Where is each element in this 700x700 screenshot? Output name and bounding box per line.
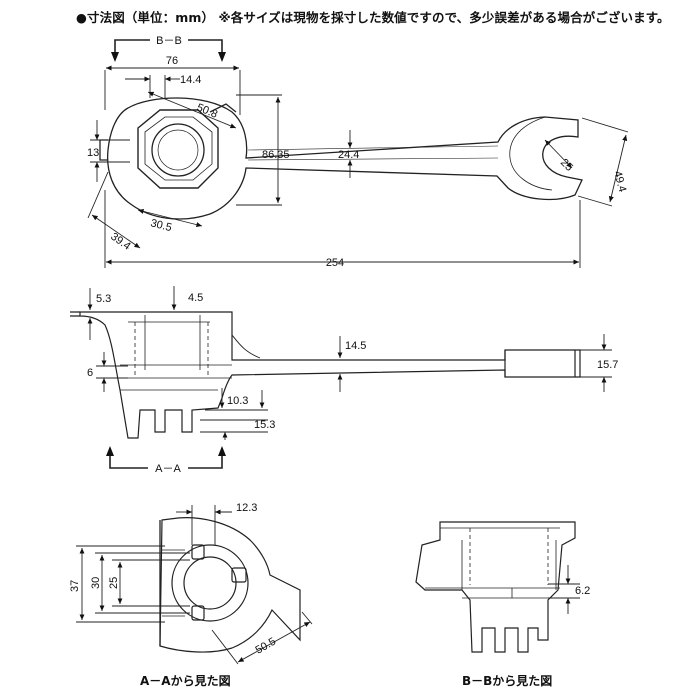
svg-text:14.4: 14.4 — [180, 74, 201, 86]
svg-text:39.4: 39.4 — [108, 231, 132, 253]
side-dimensions — [87, 286, 612, 440]
aa-dimensions — [76, 505, 313, 665]
svg-text:50.5: 50.5 — [254, 635, 279, 656]
svg-text:30.5: 30.5 — [149, 217, 173, 234]
aa-view-caption: A－Aから見た図 — [140, 674, 231, 688]
svg-text:25: 25 — [558, 157, 575, 174]
aa-view: 12.3 37 30 25 50.5 — [69, 502, 313, 665]
svg-text:10.3: 10.3 — [227, 395, 248, 407]
bb-section-marker: B－B — [111, 33, 226, 62]
side-view: A－A — [70, 286, 618, 475]
aa-section-marker: A－A — [106, 446, 226, 475]
svg-text:4.5: 4.5 — [188, 292, 203, 304]
top-view: B－B — [87, 33, 628, 269]
side-dim-labels: 5.3 4.5 14.5 6 15.7 10.3 15.3 — [87, 292, 618, 431]
page-header: ●寸法図（単位：mm） ※各サイズは現物を採寸した数値ですので、多少誤差がある場… — [76, 10, 670, 25]
svg-text:30: 30 — [90, 577, 102, 589]
wrench-aa-outline — [159, 517, 301, 653]
svg-text:6: 6 — [87, 367, 93, 379]
bb-dim-labels: 6.2 — [575, 585, 590, 597]
aa-label: A－A — [155, 463, 181, 475]
svg-text:49.4: 49.4 — [611, 170, 628, 194]
bb-view: 6.2 — [415, 521, 590, 653]
bb-dimensions — [548, 565, 580, 614]
svg-text:15.3: 15.3 — [254, 419, 275, 431]
aa-dim-labels: 12.3 37 30 25 50.5 — [69, 502, 278, 657]
svg-text:24.4: 24.4 — [338, 149, 359, 161]
svg-text:5.3: 5.3 — [96, 293, 111, 305]
top-dimensions — [87, 65, 629, 268]
svg-text:86.35: 86.35 — [262, 149, 290, 161]
svg-text:6.2: 6.2 — [575, 585, 590, 597]
bb-label: B－B — [156, 35, 182, 47]
svg-text:15.7: 15.7 — [597, 359, 618, 371]
top-dim-labels: 76 14.4 50.8 86.35 24.4 13 30.5 39.4 25 … — [87, 55, 628, 269]
wrench-bb-outline — [415, 521, 576, 653]
svg-text:254: 254 — [326, 257, 344, 269]
bb-view-caption: B－Bから見た図 — [462, 674, 553, 688]
svg-text:76: 76 — [166, 55, 178, 67]
wrench-side-outline — [70, 311, 581, 439]
svg-text:13: 13 — [87, 147, 99, 159]
svg-text:25: 25 — [108, 577, 120, 589]
svg-text:37: 37 — [69, 580, 81, 592]
svg-text:12.3: 12.3 — [236, 502, 257, 514]
svg-text:14.5: 14.5 — [345, 340, 366, 352]
